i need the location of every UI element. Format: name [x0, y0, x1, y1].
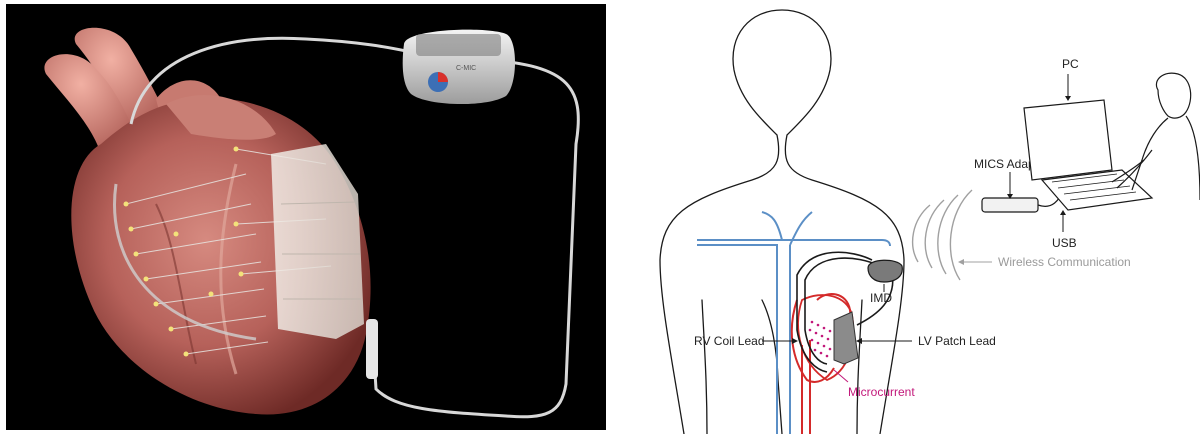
imd-label: IMD — [870, 291, 892, 305]
arteries — [792, 294, 851, 434]
lead-connector — [366, 319, 378, 379]
heart-device-rendering: C-MIC — [6, 4, 606, 430]
pc-label: PC — [1062, 57, 1079, 71]
body-outline — [660, 10, 904, 434]
lv-patch-icon — [834, 312, 858, 364]
wireless-waves-icon — [913, 190, 972, 280]
lv-patch-lead-label: LV Patch Lead — [918, 334, 996, 348]
imd-device — [868, 260, 902, 282]
heart-rendering-svg: C-MIC — [6, 4, 606, 430]
wireless-communication-label: Wireless Communication — [998, 255, 1131, 269]
rv-coil-lead-label: RV Coil Lead — [694, 334, 765, 348]
left-arm-inner — [702, 300, 707, 434]
implantable-device: C-MIC — [403, 30, 515, 104]
right-arm-inner — [857, 300, 862, 434]
left-rendering-panel: C-MIC — [0, 0, 610, 434]
schematic-svg: IMD RV Coil Lead LV Patch Lead Microcurr… — [612, 0, 1200, 434]
lead-wire-2 — [372, 59, 578, 417]
mics-adapter-icon — [982, 198, 1038, 212]
device-brand-label: C-MIC — [456, 65, 476, 72]
user-person-icon — [1112, 73, 1200, 200]
usb-label: USB — [1052, 236, 1077, 250]
microcurrent-label: Microcurrent — [848, 385, 915, 399]
laptop-icon — [1024, 100, 1152, 210]
lv-patch — [271, 144, 364, 339]
schematic-diagram-panel: IMD RV Coil Lead LV Patch Lead Microcurr… — [612, 0, 1200, 434]
